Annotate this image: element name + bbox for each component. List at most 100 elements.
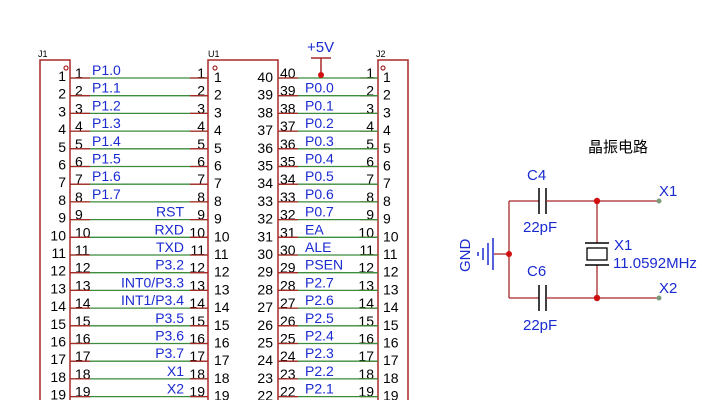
u1-left-pin-outer: 12 bbox=[214, 264, 230, 280]
u1-left-pin-number: 11 bbox=[190, 242, 205, 258]
u1-right-pin-number: 32 bbox=[280, 207, 296, 223]
j2-pin-number: 19 bbox=[383, 388, 399, 400]
u1-left-pin-outer: 19 bbox=[214, 388, 230, 400]
power-junction bbox=[318, 72, 324, 78]
crystal-ref: X1 bbox=[614, 237, 632, 254]
u1-right-pin-outer: 38 bbox=[257, 104, 273, 120]
j1-body bbox=[39, 59, 71, 400]
j1-pin-index: 19 bbox=[75, 384, 91, 400]
j2-pin-number: 6 bbox=[383, 158, 391, 174]
u1-right-pin-outer: 35 bbox=[257, 158, 273, 174]
u1-right-net-label: P0.1 bbox=[305, 97, 334, 113]
u1-left-pin-outer: 6 bbox=[214, 158, 222, 174]
u1-left-pin-outer: 3 bbox=[214, 104, 222, 120]
u1-right-net-label: P2.7 bbox=[305, 274, 334, 290]
j2-pin-index: 3 bbox=[366, 100, 374, 116]
j1-pin-index: 18 bbox=[75, 366, 91, 382]
j1-pin-number: 14 bbox=[50, 298, 66, 314]
j2-pin-number: 3 bbox=[383, 104, 391, 120]
net-x1-label: X1 bbox=[659, 183, 677, 200]
crystal-value: 11.0592MHz bbox=[613, 255, 697, 272]
u1-right-net-label: P0.7 bbox=[305, 204, 334, 220]
j2-pin-number: 8 bbox=[383, 193, 391, 209]
u1-right-pin-number: 35 bbox=[280, 154, 296, 170]
u1-left-pin-number: 8 bbox=[197, 189, 205, 205]
j2-pin-index: 1 bbox=[366, 65, 374, 81]
u1-right-pin-number: 24 bbox=[280, 348, 296, 364]
u1-left-pin-number: 10 bbox=[189, 224, 205, 240]
j1-pin-index: 14 bbox=[75, 295, 91, 311]
j2-pin-index: 5 bbox=[366, 136, 374, 152]
crystal-junction-top bbox=[593, 197, 601, 205]
u1-left-pin-number: 1 bbox=[197, 65, 205, 81]
j1-net-label: P1.2 bbox=[92, 97, 121, 113]
j2-pin-number: 18 bbox=[383, 370, 399, 386]
u1-right-pin-number: 40 bbox=[280, 65, 296, 81]
j1-pin-number: 5 bbox=[58, 139, 66, 155]
j1-net-label: P1.6 bbox=[92, 168, 121, 184]
u1-left-pin-number: 3 bbox=[197, 100, 205, 116]
j2-pin-index: 16 bbox=[358, 331, 374, 347]
j1-net-label: P1.7 bbox=[92, 186, 121, 202]
u1-left-pin-number: 15 bbox=[189, 313, 205, 329]
j2-body bbox=[377, 59, 409, 400]
j1-pin-number: 3 bbox=[58, 103, 66, 119]
u1-right-net-label: P2.1 bbox=[305, 381, 334, 397]
u1-right-pin-number: 25 bbox=[280, 331, 296, 347]
j2-pin-number: 7 bbox=[383, 175, 391, 191]
u1-right-pin-number: 28 bbox=[280, 277, 296, 293]
j1-pin-number: 7 bbox=[58, 174, 66, 190]
j1-pin-index: 4 bbox=[75, 118, 83, 134]
j1-pin-number: 9 bbox=[58, 210, 66, 226]
j2-pin-number: 14 bbox=[383, 299, 399, 315]
u1-right-net-label: ALE bbox=[305, 239, 331, 255]
j2-pin-number: 2 bbox=[383, 87, 391, 103]
u1-left-pin-number: 19 bbox=[189, 384, 205, 400]
u1-left-pin-number: 4 bbox=[197, 118, 205, 134]
u1-left-net-label: RST bbox=[156, 204, 184, 220]
j2-pin-index: 14 bbox=[358, 295, 374, 311]
j1-pin-number: 11 bbox=[51, 245, 66, 261]
j2-pin-index: 11 bbox=[359, 242, 374, 258]
u1-left-net-label: INT1/P3.4 bbox=[121, 292, 184, 308]
j1-net-label: P1.0 bbox=[92, 62, 121, 78]
u1-right-pin-number: 30 bbox=[280, 242, 296, 258]
u1-right-pin-outer: 30 bbox=[257, 246, 273, 262]
u1-right-pin-outer: 24 bbox=[257, 352, 273, 368]
u1-right-pin-outer: 33 bbox=[257, 193, 273, 209]
j2-pin-index: 7 bbox=[366, 171, 374, 187]
j1-pin-number: 12 bbox=[50, 263, 66, 279]
u1-left-pin-outer: 7 bbox=[214, 175, 222, 191]
j1-pin-index: 13 bbox=[75, 277, 91, 293]
j2-pin-index: 10 bbox=[358, 224, 374, 240]
u1-right-pin-outer: 36 bbox=[257, 140, 273, 156]
u1-right-pin-number: 31 bbox=[280, 224, 296, 240]
u1-right-pin-outer: 40 bbox=[257, 69, 273, 85]
j2-pin-index: 8 bbox=[366, 189, 374, 205]
u1-right-pin-number: 22 bbox=[280, 384, 296, 400]
c4-ref: C4 bbox=[527, 167, 546, 184]
u1-right-pin-outer: 29 bbox=[257, 264, 273, 280]
j1-pin-number: 4 bbox=[58, 121, 66, 137]
j1-pin-number: 10 bbox=[50, 227, 66, 243]
j2-pin-index: 19 bbox=[358, 384, 374, 400]
u1-left-pin-outer: 10 bbox=[214, 228, 230, 244]
u1-left-pin-outer: 9 bbox=[214, 211, 222, 227]
crystal-junction-bottom bbox=[593, 294, 601, 302]
u1-right-net-label: EA bbox=[305, 221, 324, 237]
u1-left-pin-number: 17 bbox=[189, 348, 205, 364]
u1-right-pin-outer: 34 bbox=[257, 175, 273, 191]
u1-left-pin-number: 7 bbox=[197, 171, 205, 187]
u1-right-net-label: P2.2 bbox=[305, 363, 334, 379]
u1-right-pin-outer: 28 bbox=[257, 281, 273, 297]
u1-left-pin-outer: 14 bbox=[214, 299, 230, 315]
u1-left-pin-outer: 11 bbox=[214, 246, 229, 262]
j1-pin-number: 16 bbox=[50, 334, 66, 350]
j2-pin-index: 6 bbox=[366, 154, 374, 170]
j1-pin-index: 11 bbox=[75, 242, 90, 258]
power-5v: +5V bbox=[307, 39, 334, 78]
j2-pin-number: 9 bbox=[383, 211, 391, 227]
